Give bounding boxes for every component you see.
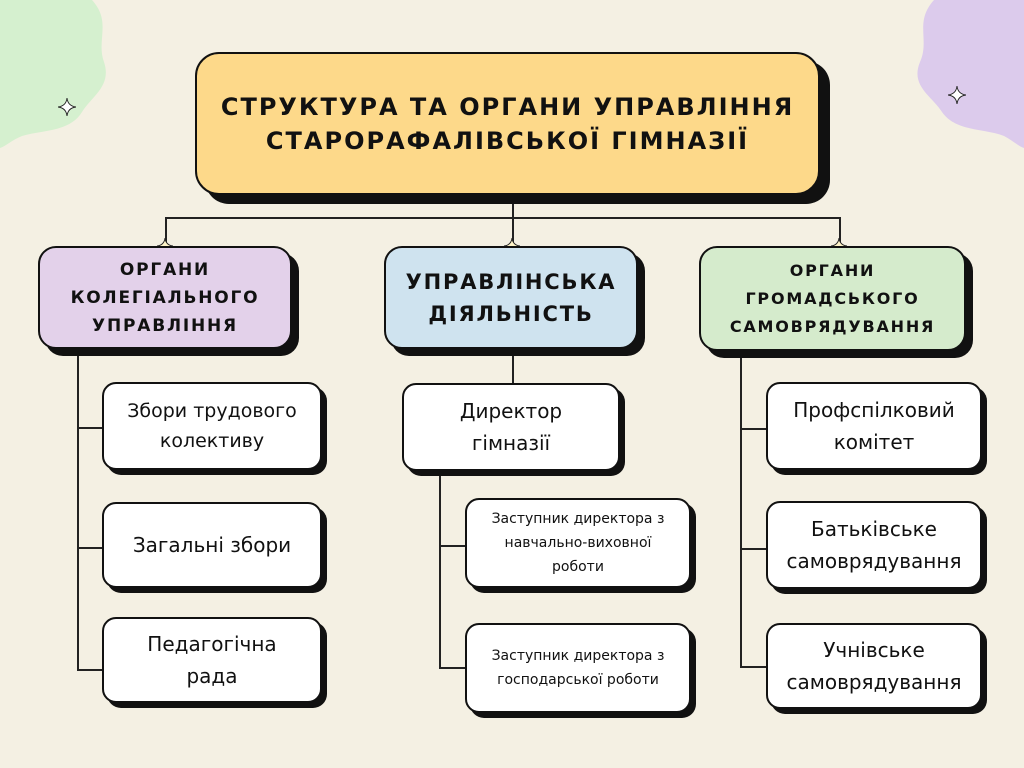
leaf-line: Учнівське: [823, 638, 925, 662]
connector-line: [512, 349, 514, 383]
leaf-label: Директор гімназії: [460, 395, 562, 459]
heading-line: ОРГАНИ: [119, 259, 211, 280]
heading-line: САМОВРЯДУВАННЯ: [729, 316, 936, 336]
leaf-line: колективу: [159, 430, 265, 452]
leaf-line: Директор: [459, 399, 563, 423]
connector-line: [77, 427, 102, 429]
title-line: СТРУКТУРА ТА ОРГАНИ УПРАВЛІННЯ: [220, 92, 795, 121]
pedagogical-council-box: Педагогічна рада: [102, 617, 322, 703]
heading-line: УПРАВЛІНСЬКА: [405, 269, 617, 294]
sparkle-icon: [58, 98, 76, 116]
connector-line: [439, 545, 465, 547]
connector-line: [740, 666, 766, 668]
parent-self-government-box: Батьківське самоврядування: [766, 501, 982, 589]
leaf-line: самоврядування: [786, 670, 962, 694]
leaf-label: Заступник директора з господарської робо…: [492, 644, 665, 692]
leaf-line: Збори трудового: [127, 400, 297, 422]
connector-line: [165, 217, 167, 246]
leaf-line: рада: [186, 664, 238, 688]
staff-meeting-box: Збори трудового колективу: [102, 382, 322, 470]
corner-blob-right: [917, 0, 1024, 148]
leaf-line: Заступник директора з: [491, 511, 665, 527]
heading-line: ДІЯЛЬНІСТЬ: [428, 301, 594, 326]
category-heading: ОРГАНИ ГРОМАДСЬКОГО САМОВРЯДУВАННЯ: [730, 257, 935, 341]
category-heading: УПРАВЛІНСЬКА ДІЯЛЬНІСТЬ: [406, 266, 617, 330]
leaf-line: гімназії: [471, 431, 551, 455]
leaf-label: Педагогічна рада: [147, 628, 276, 692]
connector-line: [740, 548, 766, 550]
connector-line: [165, 217, 840, 219]
connector-line: [77, 349, 79, 670]
connector-line: [77, 669, 102, 671]
deputy-household-box: Заступник директора з господарської робо…: [465, 623, 691, 713]
leaf-label: Заступник директора з навчально-виховної…: [492, 507, 665, 579]
connector-line: [439, 471, 441, 668]
page-title: СТРУКТУРА ТА ОРГАНИ УПРАВЛІННЯ СТАРОРАФА…: [221, 90, 794, 158]
deputy-education-box: Заступник директора з навчально-виховної…: [465, 498, 691, 588]
student-self-government-box: Учнівське самоврядування: [766, 623, 982, 709]
general-meeting-box: Загальні збори: [102, 502, 322, 588]
leaf-line: Заступник директора з: [491, 648, 665, 664]
leaf-label: Загальні збори: [133, 529, 291, 561]
connector-line: [740, 352, 742, 667]
heading-line: ОРГАНИ: [789, 260, 876, 280]
heading-line: КОЛЕГІАЛЬНОГО: [70, 287, 260, 308]
connector-line: [512, 217, 514, 246]
trade-union-box: Профспілковий комітет: [766, 382, 982, 470]
connector-line: [439, 667, 465, 669]
connector-line: [77, 547, 102, 549]
leaf-label: Профспілковий комітет: [793, 394, 955, 458]
leaf-label: Батьківське самоврядування: [787, 513, 962, 577]
connector-line: [512, 195, 514, 218]
management-activity-box: УПРАВЛІНСЬКА ДІЯЛЬНІСТЬ: [384, 246, 638, 349]
sparkle-icon: [948, 86, 966, 104]
leaf-line: Профспілковий: [793, 398, 955, 422]
leaf-line: навчально-виховної: [504, 535, 652, 551]
leaf-line: комітет: [833, 430, 915, 454]
heading-line: ГРОМАДСЬКОГО: [745, 288, 920, 308]
category-heading: ОРГАНИ КОЛЕГІАЛЬНОГО УПРАВЛІННЯ: [71, 256, 260, 340]
public-self-government-box: ОРГАНИ ГРОМАДСЬКОГО САМОВРЯДУВАННЯ: [699, 246, 966, 351]
title-box: СТРУКТУРА ТА ОРГАНИ УПРАВЛІННЯ СТАРОРАФА…: [195, 52, 820, 195]
leaf-label: Збори трудового колективу: [127, 396, 297, 456]
corner-blob-left: [0, 0, 106, 148]
heading-line: УПРАВЛІННЯ: [92, 315, 238, 336]
leaf-line: роботи: [552, 559, 604, 575]
leaf-line: самоврядування: [786, 549, 962, 573]
director-box: Директор гімназії: [402, 383, 620, 471]
leaf-line: господарської роботи: [497, 672, 659, 688]
connector-line: [839, 217, 841, 246]
leaf-line: Батьківське: [810, 517, 937, 541]
title-line: СТАРОРАФАЛІВСЬКОЇ ГІМНАЗІЇ: [265, 126, 750, 155]
connector-line: [740, 428, 766, 430]
leaf-label: Учнівське самоврядування: [787, 634, 962, 698]
collegial-governance-box: ОРГАНИ КОЛЕГІАЛЬНОГО УПРАВЛІННЯ: [38, 246, 292, 349]
leaf-line: Загальні збори: [132, 533, 292, 557]
leaf-line: Педагогічна: [147, 632, 277, 656]
